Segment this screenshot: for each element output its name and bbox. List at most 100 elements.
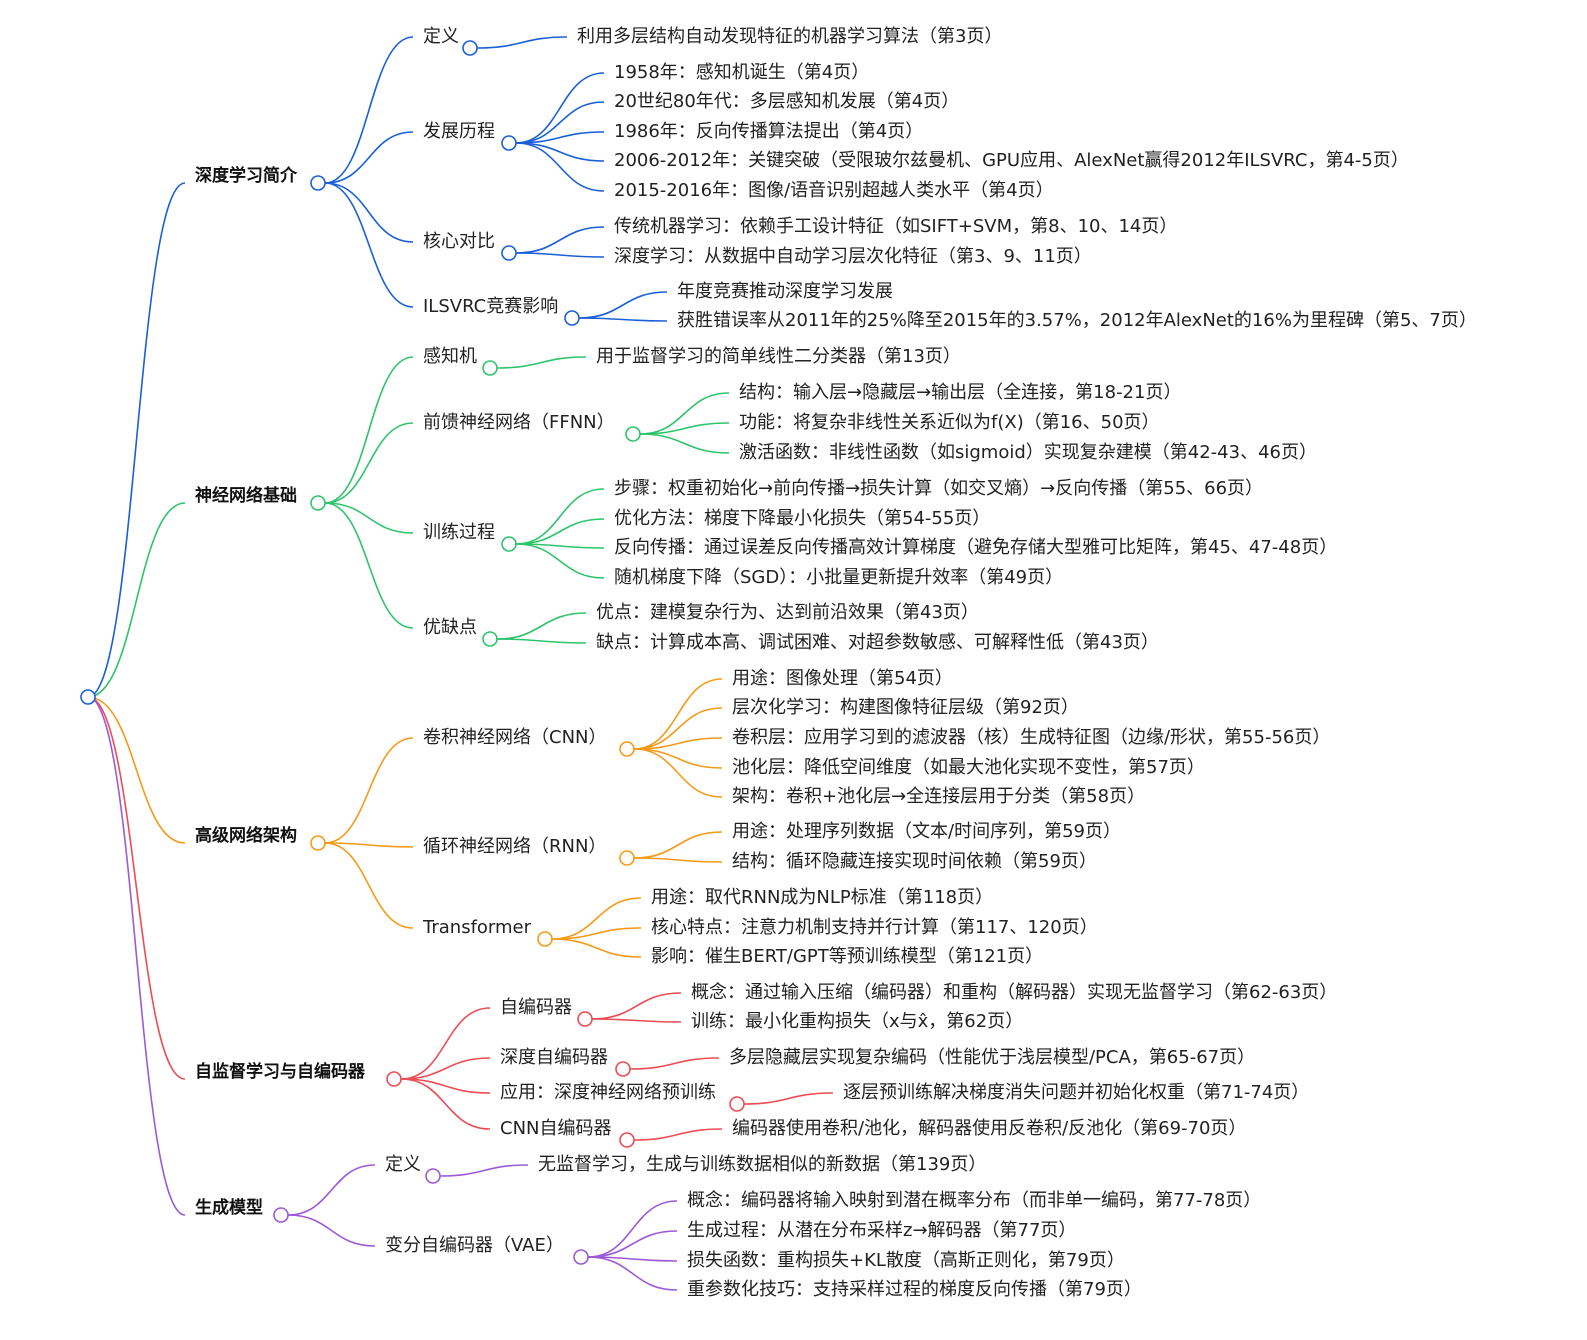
topic-label: 定义 [423, 26, 459, 47]
edge-leaf [476, 36, 568, 49]
leaf-note: 无监督学习，生成与训练数据相似的新数据（第139页） [538, 1154, 986, 1175]
collapse-toggle[interactable] [482, 360, 498, 376]
edge-leaf [496, 638, 587, 644]
edge-leaf [633, 1128, 723, 1141]
topic-label: CNN自编码器 [500, 1118, 612, 1139]
collapse-toggle[interactable] [564, 310, 580, 326]
collapse-toggle[interactable] [577, 1011, 593, 1027]
collapse-toggle[interactable] [537, 931, 553, 947]
branch-title-gen: 生成模型 [195, 1197, 263, 1218]
topic-label: 自编码器 [500, 997, 572, 1018]
leaf-note: 利用多层结构自动发现特征的机器学习算法（第3页） [577, 26, 1002, 47]
edge-ae-0 [400, 1007, 491, 1080]
edge-root-adv [87, 696, 186, 844]
leaf-note: 用于监督学习的简单线性二分类器（第13页） [596, 346, 961, 367]
edge-root-nn [87, 502, 186, 698]
leaf-note: 训练：最小化重构损失（x与x̂，第62页） [691, 1011, 1023, 1032]
edge-leaf [743, 1092, 834, 1105]
leaf-note: 架构：卷积+池化层→全连接层用于分类（第58页） [732, 786, 1145, 807]
edge-leaf [587, 1256, 678, 1262]
collapse-toggle[interactable] [501, 135, 517, 151]
branch-title-adv: 高级网络架构 [195, 825, 297, 846]
collapse-toggle-ae[interactable] [386, 1071, 402, 1087]
collapse-toggle[interactable] [573, 1249, 589, 1265]
edge-leaf [639, 422, 730, 435]
edge-leaf [439, 1164, 529, 1177]
leaf-note: 步骤：权重初始化→前向传播→损失计算（如交叉熵）→反向传播（第55、66页） [614, 478, 1263, 499]
connector-lines [87, 36, 834, 1291]
collapse-toggle[interactable] [425, 1168, 441, 1184]
edge-leaf [515, 72, 605, 144]
edge-root-gen [87, 696, 186, 1216]
edge-adv-1 [324, 842, 414, 848]
edge-leaf [578, 317, 668, 322]
collapse-toggle[interactable] [619, 1132, 635, 1148]
collapse-toggle-intro[interactable] [310, 175, 326, 191]
edge-leaf [496, 612, 587, 640]
edge-leaf [633, 737, 723, 750]
collapse-toggle[interactable] [501, 245, 517, 261]
leaf-note: 年度竞赛推动深度学习发展 [677, 281, 893, 302]
collapse-toggle[interactable] [619, 741, 635, 757]
edge-nn-1 [324, 422, 414, 504]
topic-label: 应用：深度神经网络预训练 [500, 1082, 716, 1103]
collapse-toggle-nn[interactable] [310, 495, 326, 511]
leaf-note: 生成过程：从潜在分布采样z→解码器（第77页） [687, 1220, 1076, 1241]
topic-label: 变分自编码器（VAE） [385, 1235, 564, 1256]
edge-leaf [496, 356, 587, 369]
topic-label: ILSVRC竞赛影响 [423, 296, 558, 317]
leaf-note: 反向传播：通过误差反向传播高效计算梯度（避免存储大型雅可比矩阵，第45、47-4… [614, 537, 1337, 558]
edge-root-intro [87, 182, 186, 698]
edge-adv-0 [324, 737, 414, 844]
branch-title-ae: 自监督学习与自编码器 [195, 1061, 366, 1082]
collapse-toggle-gen[interactable] [273, 1207, 289, 1223]
collapse-toggle[interactable] [462, 40, 478, 56]
edge-leaf [515, 543, 605, 579]
branch-title-intro: 深度学习简介 [195, 165, 298, 186]
collapse-toggle-adv[interactable] [310, 835, 326, 851]
leaf-note: 用途：取代RNN成为NLP标准（第118页） [651, 887, 993, 908]
leaf-note: 概念：通过输入压缩（编码器）和重构（解码器）实现无监督学习（第62-63页） [691, 981, 1337, 1003]
edge-leaf [515, 142, 605, 162]
collapse-toggle[interactable] [729, 1096, 745, 1112]
leaf-note: 池化层：降低空间维度（如最大池化实现不变性，第57页） [732, 757, 1205, 778]
leaf-note: 传统机器学习：依赖手工设计特征（如SIFT+SVM，第8、10、14页） [614, 216, 1177, 237]
edge-leaf [633, 748, 723, 769]
edge-nn-0 [324, 356, 414, 504]
leaf-note: 1986年：反向传播算法提出（第4页） [614, 121, 923, 142]
edge-gen-1 [287, 1214, 376, 1247]
edge-leaf [551, 938, 642, 958]
topic-label: 核心对比 [423, 231, 495, 252]
branch-title-nn: 神经网络基础 [195, 485, 297, 506]
topic-label: 优缺点 [423, 617, 477, 638]
topic-label: Transformer [422, 917, 532, 938]
topic-label: 卷积神经网络（CNN） [423, 727, 607, 748]
edge-leaf [633, 748, 723, 798]
edge-leaf [551, 897, 642, 940]
leaf-note: 2006-2012年：关键突破（受限玻尔兹曼机、GPU应用、AlexNet赢得2… [614, 149, 1409, 171]
edge-leaf [639, 433, 730, 454]
edge-leaf [515, 518, 605, 545]
leaf-note: 多层隐藏层实现复杂编码（性能优于浅层模型/PCA，第65-67页） [729, 1047, 1255, 1068]
leaf-note: 核心特点：注意力机制支持并行计算（第117、120页） [651, 917, 1098, 938]
edge-leaf [633, 857, 723, 863]
leaf-note: 优化方法：梯度下降最小化损失（第54-55页） [614, 508, 990, 529]
collapse-toggle[interactable] [625, 426, 641, 442]
collapse-toggle[interactable] [615, 1061, 631, 1077]
leaf-note: 结构：输入层→隐藏层→输出层（全连接，第18-21页） [739, 382, 1181, 403]
edge-ae-2 [400, 1078, 491, 1094]
leaf-note: 概念：编码器将输入映射到潜在概率分布（而非单一编码，第77-78页） [687, 1189, 1261, 1211]
collapse-toggle[interactable] [619, 850, 635, 866]
edge-leaf [633, 831, 723, 859]
collapse-toggle[interactable] [501, 536, 517, 552]
edge-leaf [633, 707, 723, 750]
edge-intro-3 [324, 182, 414, 308]
edge-leaf [587, 1200, 678, 1258]
leaf-note: 1958年：感知机诞生（第4页） [614, 62, 869, 83]
leaf-note: 缺点：计算成本高、调试困难、对超参数敏感、可解释性低（第43页） [596, 632, 1159, 653]
root-node[interactable] [80, 689, 96, 705]
edge-leaf [587, 1256, 678, 1291]
leaf-note: 重参数化技巧：支持采样过程的梯度反向传播（第79页） [687, 1279, 1142, 1300]
leaf-note: 卷积层：应用学习到的滤波器（核）生成特征图（边缘/形状，第55-56页） [732, 727, 1330, 748]
collapse-toggle[interactable] [482, 631, 498, 647]
